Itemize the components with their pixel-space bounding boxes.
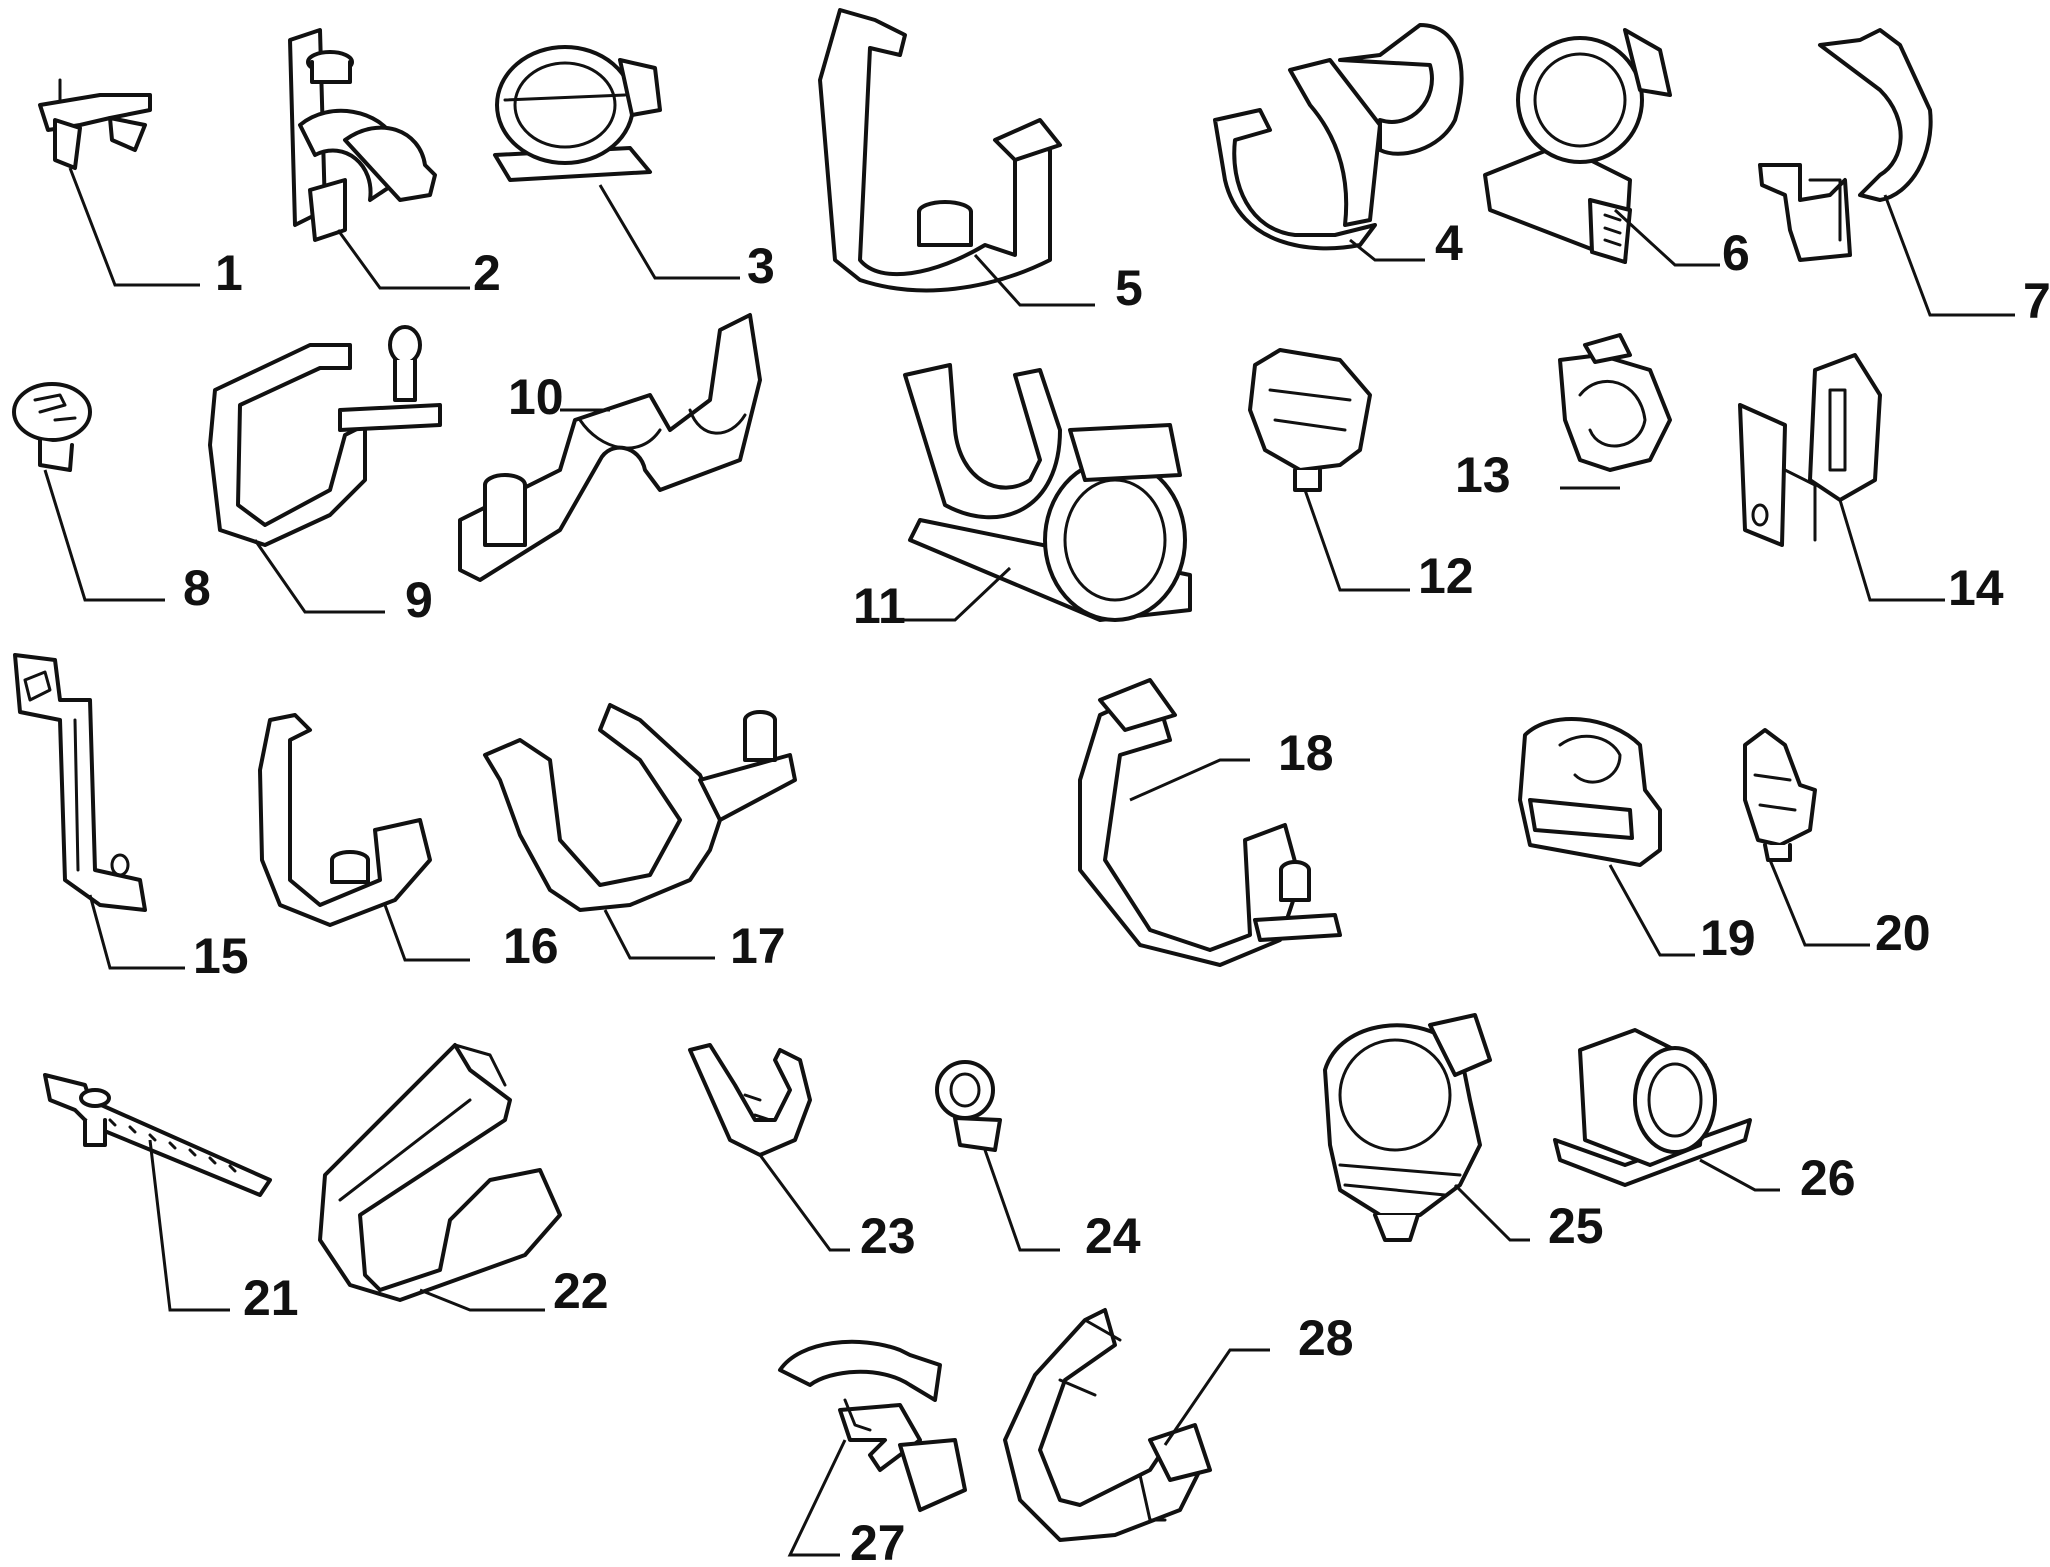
- callout-25: 25: [1548, 1198, 1604, 1254]
- part-17-bracket: [483, 703, 797, 960]
- callout-23: 23: [860, 1208, 916, 1264]
- callout-16: 16: [503, 918, 559, 974]
- callout-3: 3: [747, 238, 775, 294]
- callout-19: 19: [1700, 910, 1756, 966]
- callout-7: 7: [2023, 273, 2050, 329]
- part-7-clip: [1758, 28, 2015, 317]
- part-9-bracket: [208, 325, 442, 614]
- part-25-clamp: [1323, 1013, 1530, 1242]
- part-20-clip: [1743, 728, 1870, 947]
- callout-12: 12: [1418, 548, 1474, 604]
- callout-15: 15: [193, 928, 249, 984]
- callout-20: 20: [1875, 905, 1931, 961]
- part-16-strap: [258, 713, 470, 962]
- part-3-clamp: [493, 45, 740, 280]
- part-23-strap: [688, 1043, 850, 1252]
- part-19-clip: [1518, 717, 1695, 957]
- part-24-clip: [935, 1060, 1060, 1252]
- callout-6: 6: [1722, 225, 1750, 281]
- callout-17: 17: [730, 918, 786, 974]
- callout-26: 26: [1800, 1150, 1856, 1206]
- part-5-bracket: [818, 8, 1095, 307]
- part-11-clamp: [900, 363, 1192, 622]
- callout-22: 22: [553, 1263, 609, 1319]
- callout-28: 28: [1298, 1310, 1354, 1366]
- callout-1: 1: [215, 245, 243, 301]
- part-26-cylinder: [1553, 1028, 1780, 1192]
- part-15-strip: [13, 653, 185, 970]
- callout-5: 5: [1115, 260, 1143, 316]
- part-8-pushpin: [12, 382, 165, 602]
- callout-14: 14: [1948, 560, 2004, 616]
- callout-24: 24: [1085, 1208, 1141, 1264]
- part-22-bracket: [318, 1043, 562, 1312]
- callout-9: 9: [405, 572, 433, 628]
- part-1-clip: [38, 78, 200, 287]
- part-14-bracket: [1738, 353, 1945, 602]
- part-4-clip: [1213, 23, 1464, 262]
- part-10-cradle: [458, 313, 762, 582]
- part-21-cabletie: [43, 1073, 272, 1312]
- callout-4: 4: [1435, 215, 1463, 271]
- callout-18: 18: [1278, 725, 1334, 781]
- callout-27: 27: [850, 1515, 906, 1567]
- part-12-fastener: [1248, 348, 1410, 592]
- callout-2: 2: [473, 245, 501, 301]
- callout-8: 8: [183, 560, 211, 616]
- part-6-clamp: [1483, 28, 1720, 267]
- callout-10: 10: [508, 369, 564, 425]
- part-13-clip: [1558, 333, 1672, 490]
- callout-13: 13: [1455, 447, 1511, 503]
- part-2-clip: [288, 28, 470, 290]
- callout-21: 21: [243, 1270, 299, 1326]
- callout-11: 11: [853, 578, 906, 634]
- part-28-strap: [1003, 1308, 1270, 1542]
- part-18-strap: [1078, 678, 1342, 967]
- part-27-clip: [778, 1339, 967, 1557]
